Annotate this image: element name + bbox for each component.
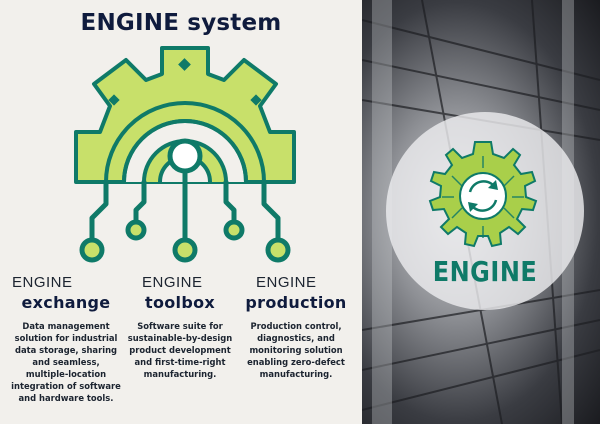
column-title: exchange: [21, 293, 111, 312]
column-description: Software suite for sustainable-by-design…: [127, 321, 233, 379]
column-description: Data management solution for industrial …: [11, 321, 121, 403]
column-exchange: ENGINE exchange Data management solution…: [10, 274, 122, 404]
column-toolbox: ENGINE toolbox Software suite for sustai…: [124, 274, 236, 380]
column-production: ENGINE production Production control, di…: [238, 274, 354, 380]
gear-circuit-icon: [74, 46, 296, 263]
page-title: ENGINE system: [80, 10, 282, 36]
column-description: Production control, diagnostics, and mon…: [247, 321, 345, 379]
gear-refresh-icon: [428, 141, 538, 248]
column-title: toolbox: [145, 293, 215, 312]
badge-label: ENGINE: [432, 255, 538, 289]
left-panel: ENGINE system ENGINE: [10, 10, 354, 404]
column-title: production: [245, 293, 347, 312]
column-prefix: ENGINE: [12, 274, 73, 291]
machine-gears-photo: ENGINE: [362, 0, 600, 424]
column-prefix: ENGINE: [142, 274, 203, 291]
column-prefix: ENGINE: [256, 274, 317, 291]
